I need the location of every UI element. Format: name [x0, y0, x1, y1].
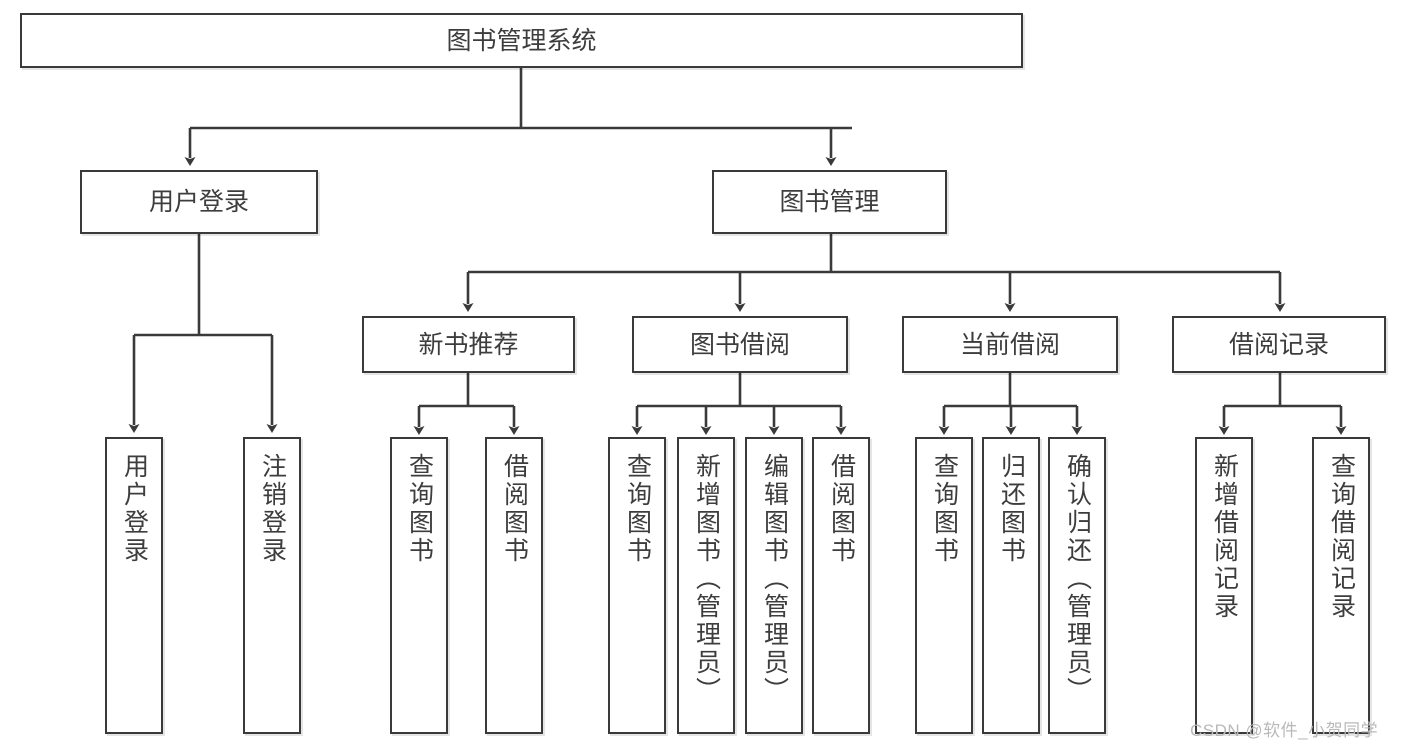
node-leaf-add-borrow-record-label: 新增借阅记录 [1210, 453, 1239, 621]
node-leaf-borrow-book-2-label: 借阅图书 [827, 453, 856, 565]
node-leaf-query-book-2-label: 查询图书 [623, 453, 652, 565]
node-leaf-add-book[interactable]: 新增图书（管理员） [677, 437, 735, 734]
node-leaf-edit-book-label: 编辑图书（管理员） [760, 453, 789, 705]
node-user-login-label: 用户登录 [148, 188, 249, 216]
node-new-book-recommend-label: 新书推荐 [418, 330, 519, 359]
node-leaf-query-borrow-record[interactable]: 查询借阅记录 [1312, 437, 1370, 734]
node-leaf-query-book-3-label: 查询图书 [930, 453, 959, 565]
node-leaf-return-book-label: 归还图书 [997, 453, 1026, 565]
node-user-login[interactable]: 用户登录 [80, 170, 318, 234]
node-book-manage[interactable]: 图书管理 [712, 170, 947, 234]
node-root[interactable]: 图书管理系统 [20, 13, 1023, 68]
node-leaf-query-book-3[interactable]: 查询图书 [915, 437, 973, 734]
node-leaf-logout-login[interactable]: 注销登录 [243, 437, 301, 734]
node-leaf-return-book[interactable]: 归还图书 [982, 437, 1040, 734]
node-leaf-borrow-book-1[interactable]: 借阅图书 [485, 437, 543, 734]
node-leaf-add-borrow-record[interactable]: 新增借阅记录 [1195, 437, 1253, 734]
node-book-borrow[interactable]: 图书借阅 [632, 316, 848, 373]
node-leaf-borrow-book-1-label: 借阅图书 [500, 453, 529, 565]
node-leaf-query-book-1[interactable]: 查询图书 [390, 437, 448, 734]
node-current-borrow[interactable]: 当前借阅 [902, 316, 1118, 373]
node-borrow-record-label: 借阅记录 [1228, 330, 1329, 359]
node-book-manage-label: 图书管理 [779, 188, 880, 216]
node-root-label: 图书管理系统 [446, 26, 597, 55]
node-leaf-logout-login-label: 注销登录 [258, 453, 287, 565]
node-leaf-user-login[interactable]: 用户登录 [105, 437, 163, 734]
node-current-borrow-label: 当前借阅 [959, 330, 1060, 359]
node-leaf-confirm-return[interactable]: 确认归还（管理员） [1048, 437, 1106, 734]
node-leaf-query-book-1-label: 查询图书 [405, 453, 434, 565]
node-leaf-user-login-label: 用户登录 [120, 453, 149, 565]
node-book-borrow-label: 图书借阅 [689, 330, 790, 359]
node-leaf-query-book-2[interactable]: 查询图书 [608, 437, 666, 734]
node-borrow-record[interactable]: 借阅记录 [1172, 316, 1386, 373]
node-leaf-borrow-book-2[interactable]: 借阅图书 [812, 437, 870, 734]
node-leaf-query-borrow-record-label: 查询借阅记录 [1327, 453, 1356, 621]
node-leaf-add-book-label: 新增图书（管理员） [692, 453, 721, 705]
node-leaf-edit-book[interactable]: 编辑图书（管理员） [745, 437, 803, 734]
node-leaf-confirm-return-label: 确认归还（管理员） [1063, 453, 1092, 705]
node-new-book-recommend[interactable]: 新书推荐 [362, 316, 575, 373]
